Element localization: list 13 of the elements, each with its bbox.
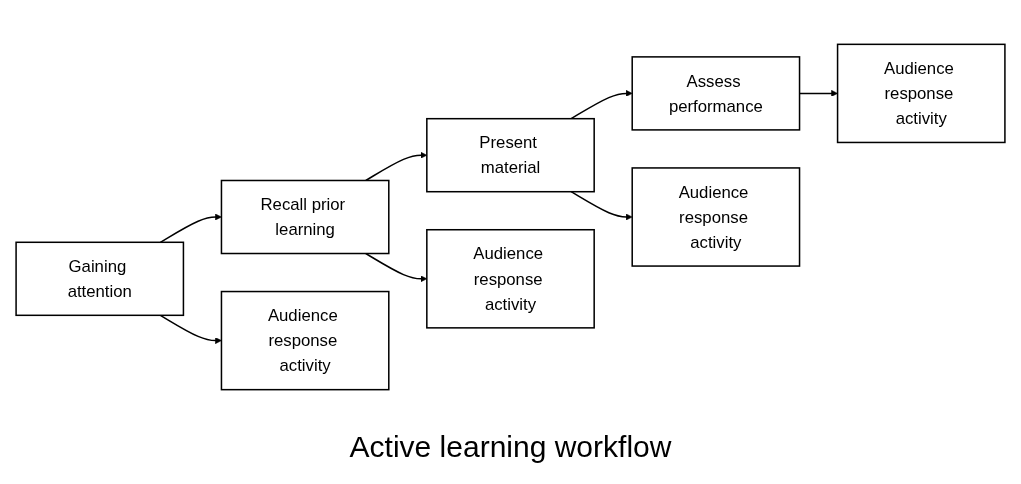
node-box: Audience response activity xyxy=(220,290,390,391)
node-box: Audience response activity xyxy=(836,43,1006,144)
arrow xyxy=(570,190,633,221)
node-box: Recall prior learning xyxy=(220,179,390,255)
node-box: Present material xyxy=(426,117,595,193)
arrow xyxy=(159,314,222,344)
caption: Active learning workflow xyxy=(349,430,672,464)
node-box: Audience response activity xyxy=(631,167,801,267)
node-box: Assess performance xyxy=(631,56,801,131)
node-box: Audience response activity xyxy=(426,229,595,329)
arrow xyxy=(570,90,633,120)
arrow xyxy=(159,213,222,244)
node-box: Gaining attention xyxy=(15,241,185,317)
